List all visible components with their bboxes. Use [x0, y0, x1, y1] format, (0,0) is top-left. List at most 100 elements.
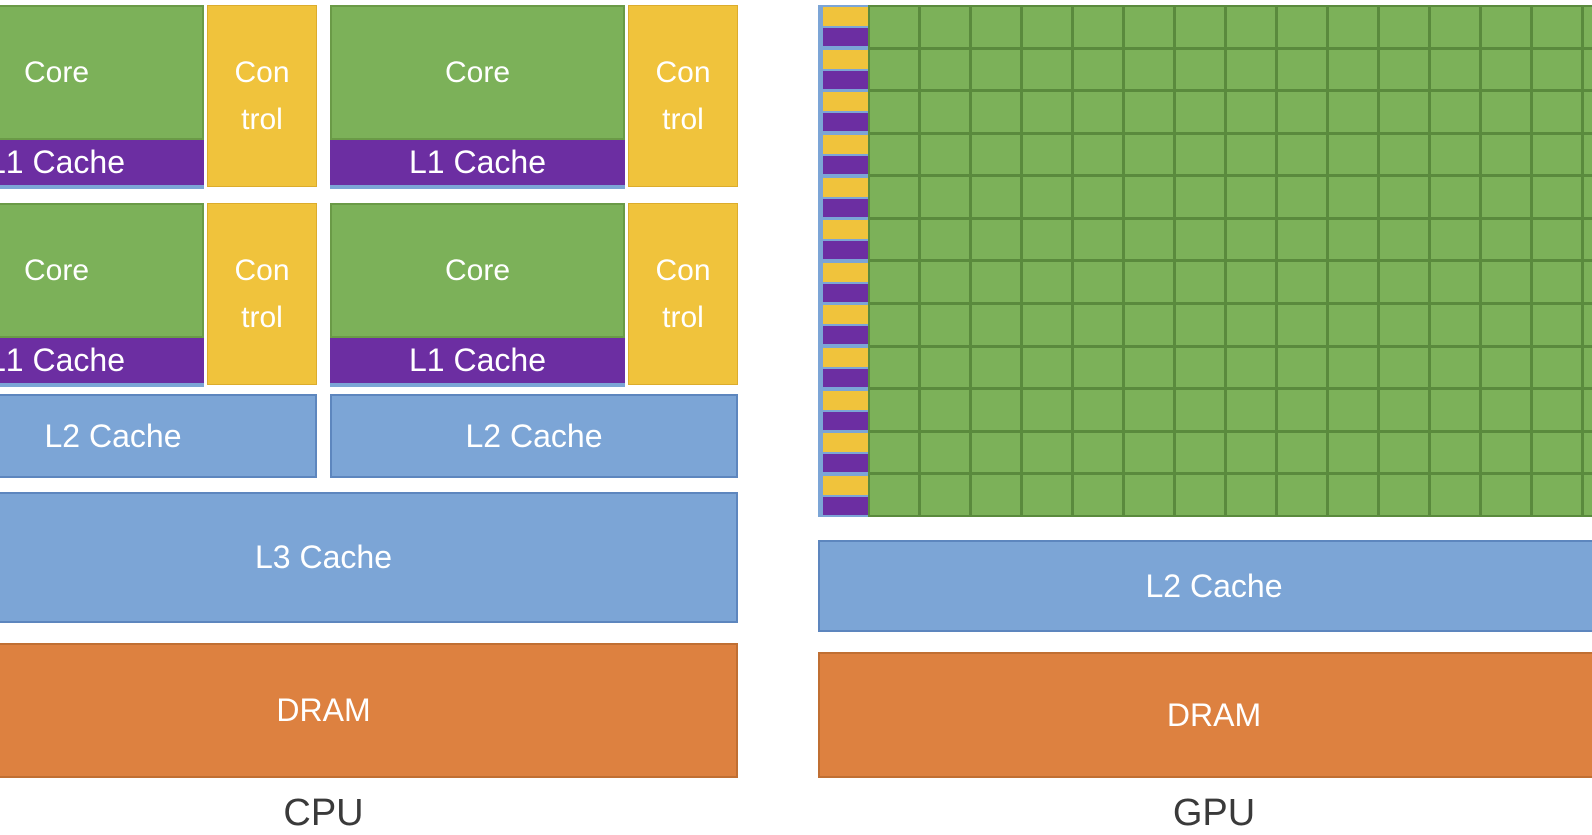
gpu-core-cell [921, 49, 969, 90]
gpu-core-cell [1329, 432, 1377, 473]
gpu-core-cell [1380, 432, 1428, 473]
gpu-core-cell [1074, 305, 1122, 345]
cpu-core-group: Core L1 Cache Con trol [0, 203, 317, 387]
cpu-core-label: Core [23, 253, 90, 287]
gpu-row-control-block [823, 262, 868, 282]
gpu-core-cell [1074, 347, 1122, 388]
gpu-core-cell [1125, 219, 1173, 260]
cpu-l3-cache-label: L3 Cache [255, 539, 392, 575]
gpu-core-cell [1380, 390, 1428, 430]
cpu-core-group: Core L1 Cache Con trol [330, 203, 738, 387]
gpu-core-cell [1125, 134, 1173, 175]
cpu-l2-cache-block: L2 Cache [330, 394, 738, 478]
gpu-core-cell [1125, 7, 1173, 47]
gpu-l2-cache-block: L2 Cache [818, 540, 1592, 632]
gpu-core-cell [870, 177, 918, 217]
gpu-core-cell [1482, 219, 1530, 260]
gpu-core-cell [1227, 7, 1275, 47]
gpu-core-cell [1533, 475, 1581, 515]
cpu-core-block: Core [330, 5, 625, 140]
gpu-row-control-l1-pair [823, 475, 868, 515]
cpu-control-label-line1: Con [234, 254, 290, 287]
gpu-core-cell [921, 92, 969, 132]
gpu-row-control-l1-pair [823, 177, 868, 217]
gpu-core-cell [1125, 262, 1173, 303]
gpu-l2-cache-label: L2 Cache [1145, 567, 1283, 604]
gpu-row-l1-cache-block [823, 496, 868, 515]
cpu-l1-cache-underline [330, 185, 625, 189]
gpu-core-cell [1329, 305, 1377, 345]
gpu-row-control-block [823, 433, 868, 453]
gpu-core-cell [1329, 92, 1377, 132]
gpu-core-cell [1482, 177, 1530, 217]
gpu-core-cell [1533, 305, 1581, 345]
gpu-core-cell [1533, 390, 1581, 430]
gpu-core-cell [1176, 219, 1224, 260]
gpu-core-cell [1329, 347, 1377, 388]
gpu-row-control-block [823, 220, 868, 240]
gpu-core-cell [1584, 305, 1592, 345]
gpu-core-cell [870, 305, 918, 345]
cpu-core-label: Core [444, 55, 511, 89]
gpu-core-cell [1482, 305, 1530, 345]
gpu-core-cell [1380, 7, 1428, 47]
gpu-core-cell [1227, 305, 1275, 345]
cpu-control-label-line2: trol [241, 103, 283, 136]
cpu-panel: Core L1 Cache Con trol Core L1 Cache Con… [0, 0, 738, 834]
gpu-row-control-l1-pair [823, 220, 868, 260]
gpu-core-cell [1176, 305, 1224, 345]
gpu-core-cell [1278, 92, 1326, 132]
gpu-core-cell [1227, 432, 1275, 473]
gpu-panel: L2 Cache DRAM GPU [818, 0, 1592, 834]
gpu-core-cell [1125, 390, 1173, 430]
gpu-core-cell [1380, 134, 1428, 175]
gpu-core-cell [1584, 219, 1592, 260]
gpu-core-cell [1074, 390, 1122, 430]
cpu-control-label-line2: trol [241, 301, 283, 334]
cpu-control-block: Con trol [628, 5, 738, 187]
gpu-core-cell [1125, 475, 1173, 515]
gpu-core-cell [972, 49, 1020, 90]
gpu-core-cell [1023, 7, 1071, 47]
gpu-row-control-l1-pair [823, 134, 868, 174]
cpu-l1-cache-block: L1 Cache [0, 338, 204, 383]
gpu-core-cell [1482, 262, 1530, 303]
gpu-core-cell [921, 134, 969, 175]
gpu-row-l1-cache-block [823, 411, 868, 430]
gpu-row-control-l1-pair [823, 305, 868, 345]
gpu-core-cell [972, 177, 1020, 217]
gpu-core-cell [1533, 134, 1581, 175]
cpu-control-label-line1: Con [655, 56, 711, 89]
gpu-row-control-block [823, 134, 868, 154]
gpu-row-control-l1-pair [823, 433, 868, 473]
cpu-core-label: Core [444, 253, 511, 287]
cpu-control-label-line2: trol [662, 301, 704, 334]
gpu-core-cell [1584, 134, 1592, 175]
gpu-core-cell [1380, 475, 1428, 515]
gpu-chip-label: GPU [1172, 792, 1256, 834]
gpu-core-cell [972, 92, 1020, 132]
cpu-control-label-line1: Con [234, 56, 290, 89]
gpu-core-cell [1125, 347, 1173, 388]
gpu-core-cell [1380, 49, 1428, 90]
gpu-core-cell [1482, 347, 1530, 388]
gpu-core-cell [1278, 177, 1326, 217]
cpu-l1-cache-underline [0, 383, 204, 387]
gpu-core-cell [870, 7, 918, 47]
gpu-core-cell [1329, 475, 1377, 515]
gpu-core-cell [1176, 134, 1224, 175]
cpu-control-block: Con trol [207, 5, 317, 187]
gpu-core-cell [1482, 390, 1530, 430]
gpu-core-cell [1176, 390, 1224, 430]
gpu-core-cell [1023, 390, 1071, 430]
gpu-row-control-block [823, 7, 868, 26]
gpu-core-cell [921, 219, 969, 260]
gpu-core-cell [1482, 92, 1530, 132]
cpu-l1-cache-label: L1 Cache [0, 144, 125, 180]
gpu-core-cell [1278, 7, 1326, 47]
gpu-core-cell [1278, 390, 1326, 430]
gpu-core-cell [1074, 49, 1122, 90]
cpu-l1-cache-underline [330, 383, 625, 387]
gpu-core-cell [1074, 475, 1122, 515]
gpu-core-cell [1380, 92, 1428, 132]
